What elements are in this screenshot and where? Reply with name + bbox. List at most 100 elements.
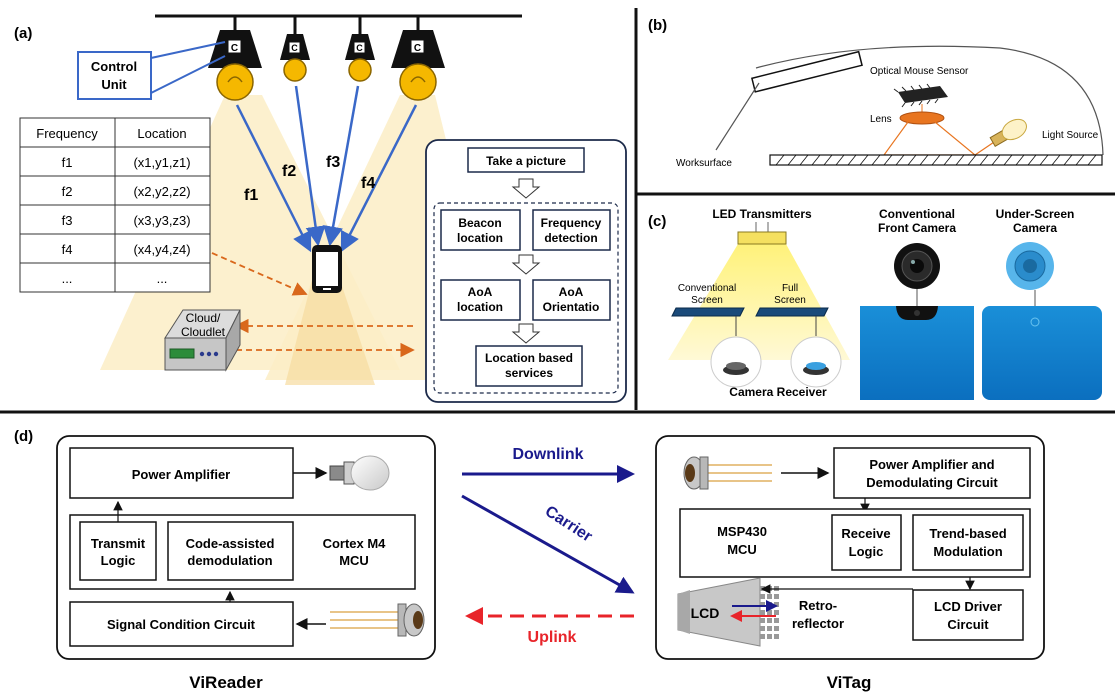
conventional-screen-icon [671, 307, 745, 317]
svg-text:Modulation: Modulation [933, 544, 1002, 559]
camera-receiver-label: Camera Receiver [729, 385, 827, 399]
led-transmitter-icon [737, 231, 787, 245]
svg-text:...: ... [62, 271, 73, 286]
svg-text:(x3,y3,z3): (x3,y3,z3) [133, 213, 190, 228]
panel-a: (a) C C C [14, 14, 627, 403]
under-screen-camera-icon [1006, 242, 1054, 290]
svg-text:...: ... [157, 271, 168, 286]
svg-text:(x2,y2,z2): (x2,y2,z2) [133, 184, 190, 199]
led-bulb-icon [329, 455, 390, 491]
svg-text:Demodulating Circuit: Demodulating Circuit [866, 475, 998, 490]
cloudlet-server-icon: Cloud/ Cloudlet [164, 309, 241, 372]
svg-text:Screen: Screen [774, 295, 806, 306]
svg-text:Code-assisted: Code-assisted [186, 536, 275, 551]
svg-text:f2: f2 [62, 184, 73, 199]
svg-text:MSP430: MSP430 [717, 524, 767, 539]
svg-text:Beacon: Beacon [458, 216, 501, 230]
photodiode-icon-tag [683, 456, 772, 490]
svg-text:AoA: AoA [559, 285, 584, 299]
svg-text:Unit: Unit [101, 77, 127, 92]
panel-a-label: (a) [14, 25, 32, 42]
svg-text:C: C [291, 43, 298, 53]
svg-text:f3: f3 [62, 213, 73, 228]
panel-b: (b) Optical Mouse Sensor Lens Li [648, 17, 1104, 169]
lamp-2: C [280, 16, 310, 82]
table-header: Location [137, 126, 186, 141]
svg-text:(x1,y1,z1): (x1,y1,z1) [133, 155, 190, 170]
svg-text:Transmit: Transmit [91, 536, 146, 551]
front-camera-icon [894, 243, 940, 289]
lamp-3: C [345, 16, 375, 82]
uplink-label: Uplink [528, 629, 577, 646]
panel-d: (d) Power Amplifier Transmit Logic Code-… [14, 428, 1045, 692]
lcd-label: LCD [691, 605, 720, 621]
power-amplifier-label: Power Amplifier [132, 467, 230, 482]
svg-text:Logic: Logic [849, 544, 884, 559]
svg-text:Circuit: Circuit [947, 617, 989, 632]
screen-panel [751, 50, 863, 93]
light-beam-phone [285, 280, 375, 385]
svg-text:Logic: Logic [101, 553, 136, 568]
lamp-4: C [391, 16, 445, 101]
svg-text:Cloudlet: Cloudlet [181, 325, 226, 339]
light-source-bulb-icon [989, 118, 1027, 148]
svg-text:Conventional: Conventional [879, 207, 955, 221]
lens-icon [899, 111, 945, 125]
svg-text:demodulation: demodulation [187, 553, 272, 568]
led-beam [668, 244, 850, 360]
svg-text:MCU: MCU [727, 542, 757, 557]
svg-text:Under-Screen: Under-Screen [996, 207, 1075, 221]
svg-text:Frequency: Frequency [541, 216, 602, 230]
led-transmitters-label: LED Transmitters [712, 207, 812, 221]
bulb-icon [283, 58, 307, 82]
panel-d-label: (d) [14, 428, 33, 445]
svg-text:C: C [356, 43, 363, 53]
panel-c: (c) LED Transmitters Conventional Screen… [648, 207, 1102, 400]
svg-text:services: services [505, 366, 553, 380]
full-screen-icon [755, 307, 829, 317]
svg-text:Cortex M4: Cortex M4 [323, 536, 387, 551]
downlink-label: Downlink [512, 446, 583, 463]
svg-text:f1: f1 [62, 155, 73, 170]
svg-text:location: location [457, 300, 503, 314]
frequency-table: Frequency Location f1 (x1,y1,z1) f2 (x2,… [19, 117, 211, 293]
svg-text:Retro-: Retro- [799, 598, 837, 613]
processing-flowchart: Take a picture Beacon location Frequency… [425, 139, 627, 403]
worksurface-label: Worksurface [676, 158, 732, 169]
light-source-label: Light Source [1042, 130, 1099, 141]
svg-text:(x4,y4,z4): (x4,y4,z4) [133, 242, 190, 257]
svg-text:Front Camera: Front Camera [878, 221, 956, 235]
photodiode-icon-reader [330, 603, 425, 637]
label-f1: f1 [244, 187, 258, 204]
svg-text:AoA: AoA [468, 285, 493, 299]
optical-sensor-label: Optical Mouse Sensor [870, 66, 969, 77]
arrow-f2 [294, 85, 326, 247]
svg-text:Power Amplifier and: Power Amplifier and [869, 457, 994, 472]
bulb-icon [348, 58, 372, 82]
svg-text:Receive: Receive [841, 526, 890, 541]
label-f2: f2 [282, 163, 296, 180]
phone-full-display [982, 306, 1102, 400]
mouse-shell [755, 45, 1104, 156]
svg-text:Control: Control [91, 59, 137, 74]
arrow-f4 [340, 104, 418, 253]
bulb-icon [216, 63, 254, 101]
panel-c-label: (c) [648, 213, 666, 230]
bulb-icon [399, 63, 437, 101]
vireader-title: ViReader [189, 673, 263, 692]
arrow-f1 [235, 104, 312, 253]
svg-text:C: C [414, 43, 421, 54]
table-header: Frequency [36, 126, 98, 141]
svg-text:Screen: Screen [691, 295, 723, 306]
svg-text:Take a picture: Take a picture [486, 154, 566, 168]
dashed-arrow-table-phone [211, 252, 308, 296]
svg-text:MCU: MCU [339, 553, 369, 568]
svg-text:LCD Driver: LCD Driver [934, 599, 1002, 614]
svg-text:C: C [231, 43, 238, 54]
lamp-1: C [208, 16, 262, 101]
label-f4: f4 [361, 175, 375, 192]
carrier-arrow [461, 494, 635, 594]
label-f3: f3 [326, 154, 340, 171]
lens-label: Lens [870, 114, 892, 125]
